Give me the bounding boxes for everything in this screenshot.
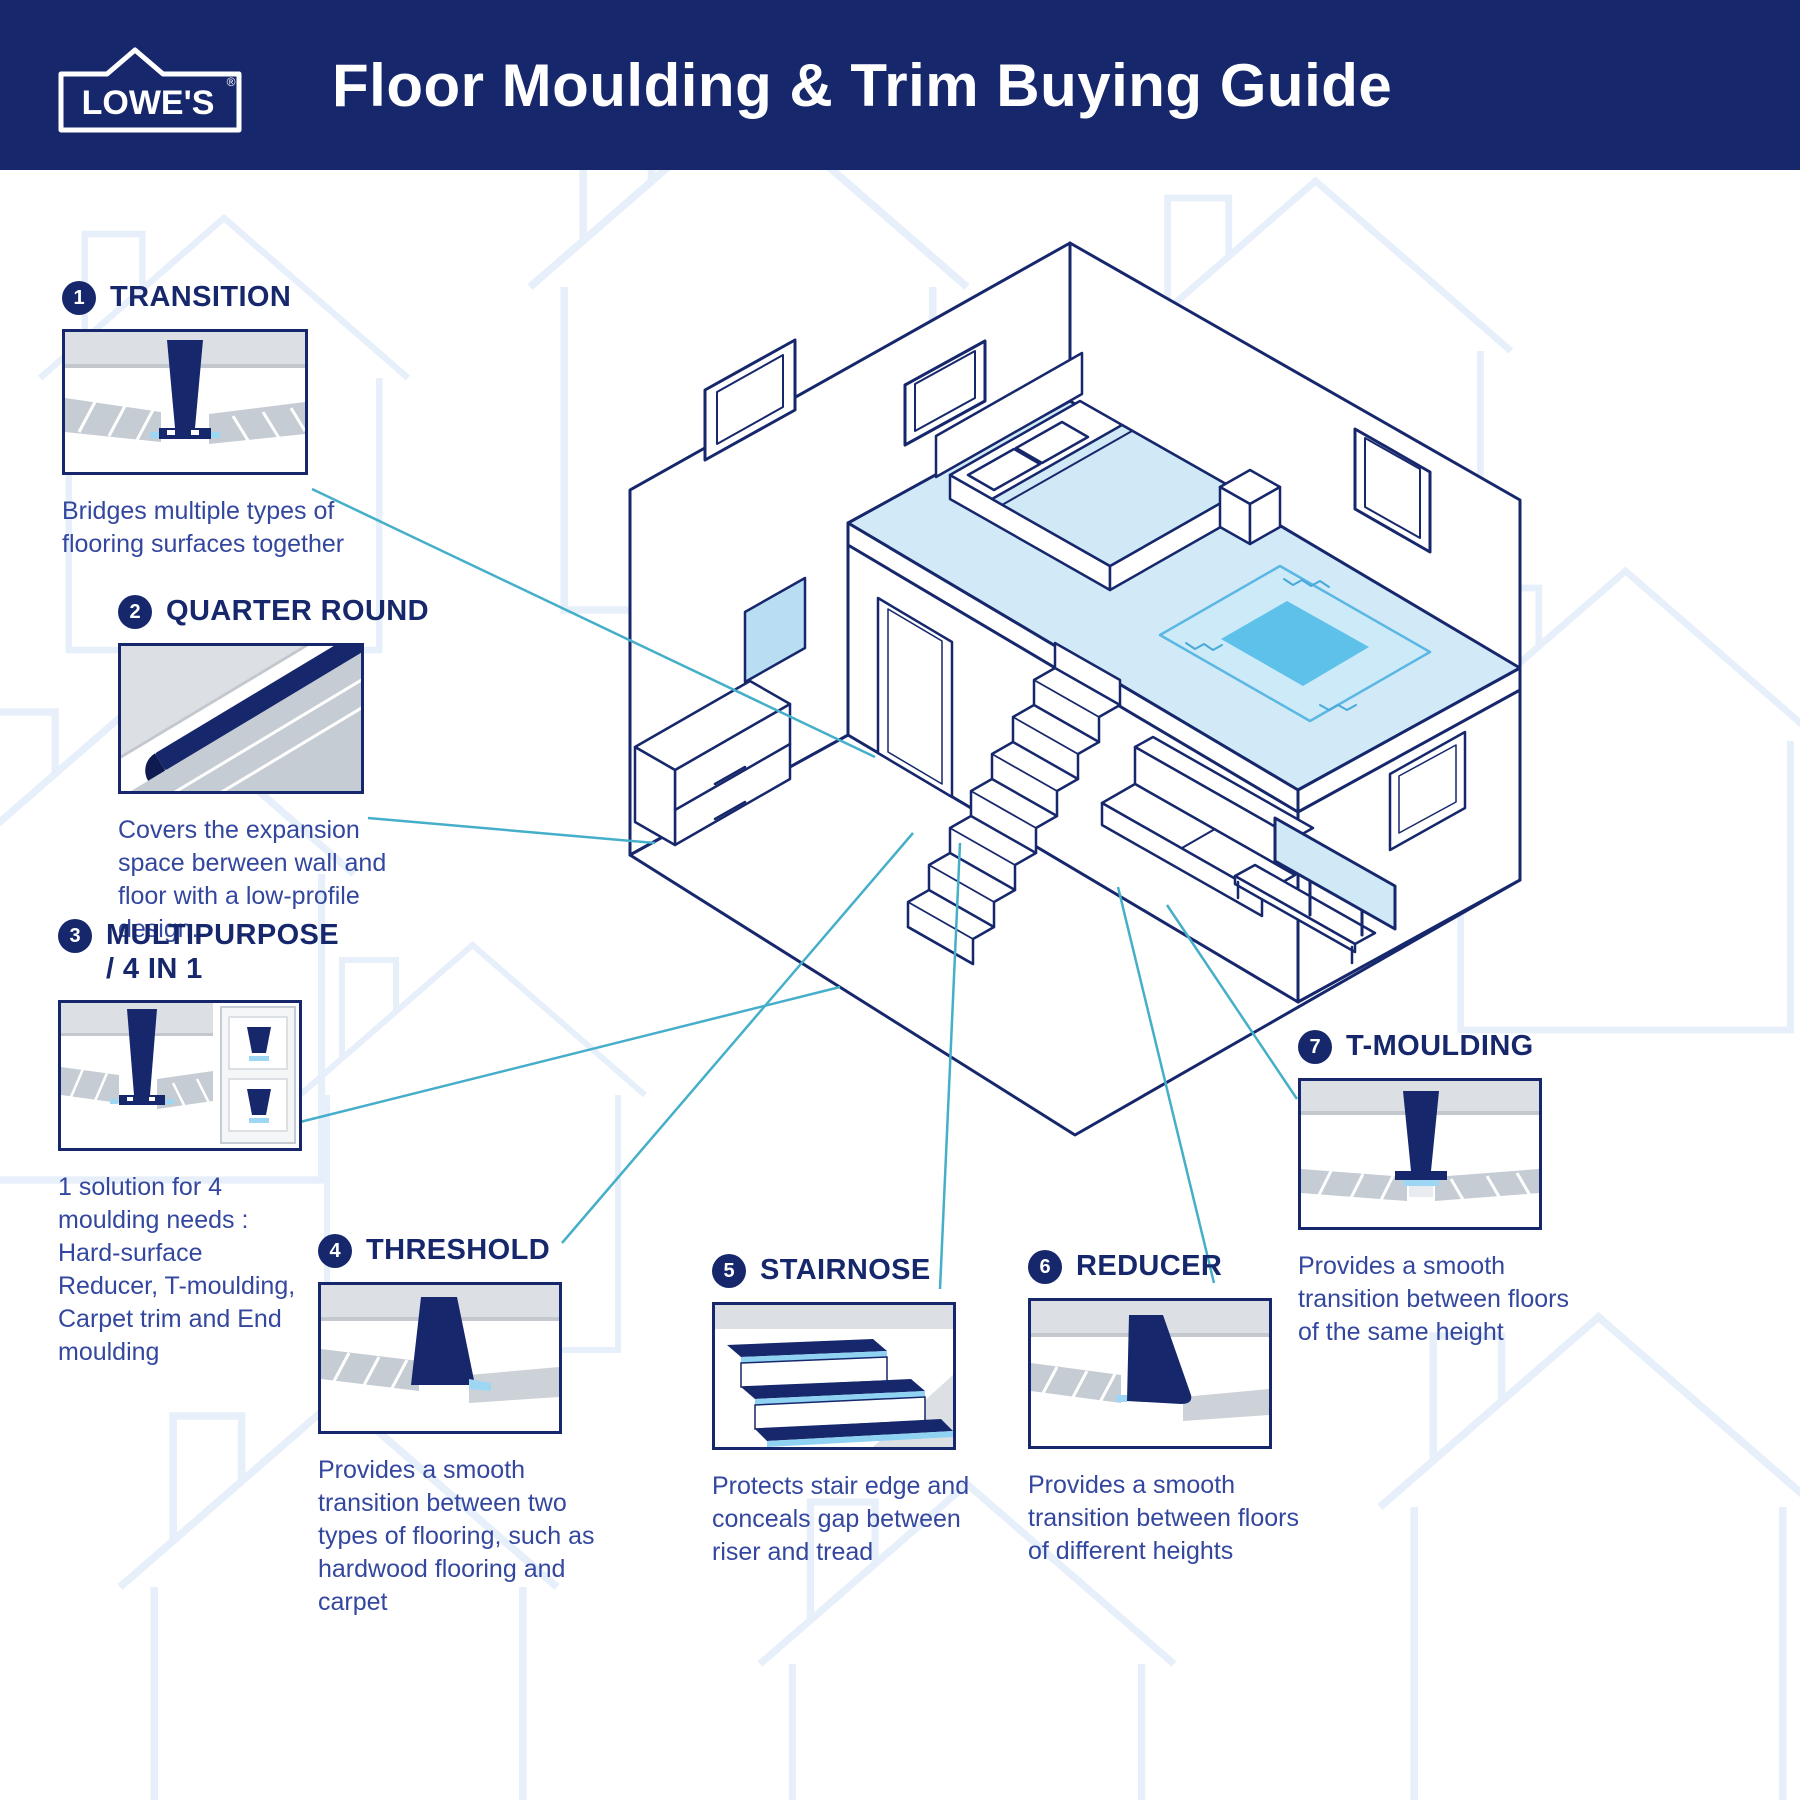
window <box>1353 427 1432 554</box>
door <box>876 596 954 799</box>
connector-reducer <box>1116 886 1216 1284</box>
callout-description: Provides a smooth transition between two… <box>318 1456 595 1616</box>
callout-number-badge: 6 <box>1028 1250 1062 1284</box>
multipurpose-thumbnail <box>58 1000 302 1152</box>
callout-number-badge: 7 <box>1298 1030 1332 1064</box>
connector-multipurpose <box>299 985 841 1124</box>
t-moulding-thumbnail <box>1298 1078 1542 1230</box>
connector-lines <box>299 487 1299 1290</box>
logo-text: LOWE'S <box>82 84 215 122</box>
callout-number-badge: 1 <box>62 281 96 315</box>
connector-quarter-round <box>367 816 656 845</box>
header-bar: LOWE'S ® Floor Moulding & Trim Buying Gu… <box>0 0 1800 170</box>
threshold-thumbnail <box>318 1282 562 1434</box>
registered-mark: ® <box>227 75 236 89</box>
nightstand <box>1218 468 1282 546</box>
callout-description: Provides a smooth transition between flo… <box>1298 1252 1569 1346</box>
callout-description: Protects stair edge and conceals gap bet… <box>712 1472 970 1566</box>
callout-transition: 1 TRANSITION Bridges multiple types of f… <box>62 280 347 561</box>
connector-stairnose <box>938 842 962 1290</box>
callout-description: Bridges multiple types of flooring surfa… <box>62 497 345 558</box>
callout-number-badge: 3 <box>58 919 92 953</box>
rug <box>1158 564 1432 723</box>
tv-and-stand <box>1233 816 1397 965</box>
callout-title: T-MOULDING <box>1346 1030 1534 1062</box>
house-cutaway-illustration <box>628 241 1522 1137</box>
callout-title: QUARTER ROUND <box>166 595 429 627</box>
quarter-round-thumbnail <box>118 643 364 794</box>
picture-frame <box>1388 730 1467 852</box>
connector-transition <box>311 487 876 759</box>
callout-stairnose: 5 STAIRNOSE Protects stair edge and conc… <box>712 1253 980 1569</box>
callout-title: THRESHOLD <box>366 1234 551 1266</box>
callout-title: REDUCER <box>1076 1250 1223 1282</box>
transition-thumbnail <box>62 329 308 475</box>
sofa <box>1100 735 1315 918</box>
callout-description: Covers the expansion space berween wall … <box>118 816 387 943</box>
connector-t-moulding <box>1165 904 1299 1100</box>
callout-number-badge: 5 <box>712 1254 746 1288</box>
lowes-logo: LOWE'S ® <box>58 47 242 133</box>
connector-threshold <box>561 832 914 1244</box>
wall-art <box>743 576 807 684</box>
callout-description: Provides a smooth transition between flo… <box>1028 1471 1299 1565</box>
callout-multipurpose: 3 MULTIPURPOSE / 4 IN 1 1 solution for 4… <box>58 918 339 1369</box>
callout-title: STAIRNOSE <box>760 1254 931 1286</box>
tv-screen <box>1273 816 1397 931</box>
callout-title: MULTIPURPOSE / 4 IN 1 <box>106 919 340 986</box>
reducer-thumbnail <box>1028 1298 1272 1449</box>
window <box>903 339 987 447</box>
callout-number-badge: 4 <box>318 1234 352 1268</box>
callout-description: 1 solution for 4 moulding needs : Hard-s… <box>58 1173 296 1367</box>
callout-title: TRANSITION <box>110 281 292 313</box>
callout-quarter-round: 2 QUARTER ROUND Covers the expansion spa… <box>118 594 429 946</box>
page-title: Floor Moulding & Trim Buying Guide <box>332 51 1393 119</box>
bed <box>934 351 1242 592</box>
window <box>703 338 797 462</box>
callout-number-badge: 2 <box>118 595 152 629</box>
callout-t-moulding: 7 T-MOULDING Provides a smooth transitio… <box>1298 1029 1570 1349</box>
callout-threshold: 4 THRESHOLD Provides a smooth transition… <box>318 1233 623 1619</box>
staircase <box>906 641 1122 966</box>
callout-reducer: 6 REDUCER Provides a smooth transition b… <box>1028 1249 1300 1568</box>
stairnose-thumbnail <box>712 1302 956 1450</box>
dresser <box>633 679 792 847</box>
